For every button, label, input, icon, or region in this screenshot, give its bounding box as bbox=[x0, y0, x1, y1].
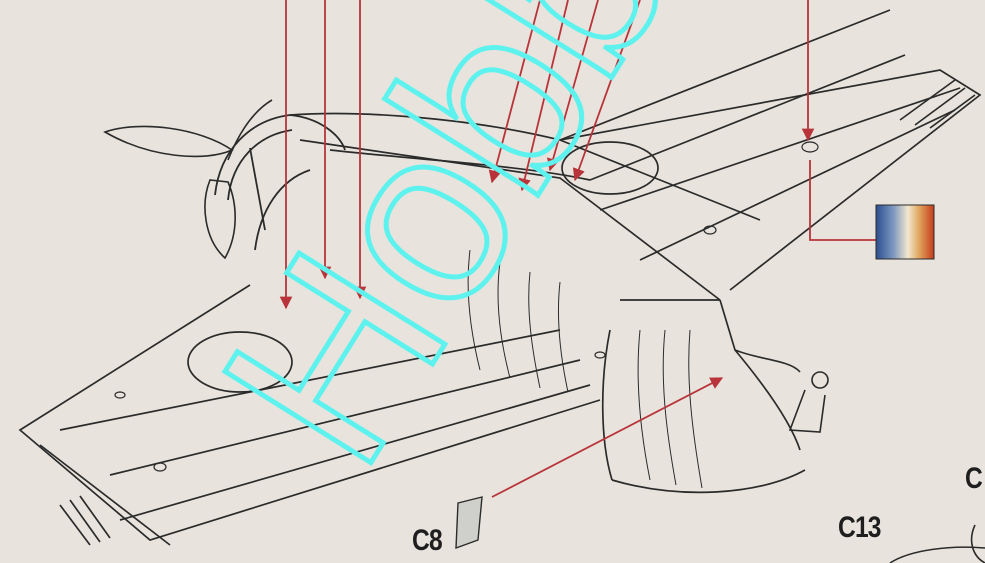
arrow-to-swatch bbox=[809, 160, 876, 241]
part-label-c8: C8 bbox=[412, 524, 443, 557]
tailwheel bbox=[788, 371, 829, 433]
right-wing bbox=[559, 69, 982, 291]
engine-cowling bbox=[214, 114, 346, 251]
panel-holes bbox=[114, 141, 819, 472]
assembly-arrows bbox=[279, 0, 876, 498]
part-c8 bbox=[455, 496, 483, 550]
fuselage-panel-lines bbox=[467, 249, 703, 489]
part-label-c13: C13 bbox=[838, 511, 881, 544]
arrow-c8 bbox=[491, 377, 724, 498]
arrow-7 bbox=[572, 0, 641, 182]
watermark: Hobb bbox=[168, 0, 721, 508]
fuselage bbox=[289, 9, 906, 494]
paint-swatch bbox=[875, 204, 935, 260]
arrow-6 bbox=[547, 0, 599, 172]
part-c13 bbox=[889, 524, 985, 563]
arrow-4 bbox=[488, 0, 541, 184]
arrow-5 bbox=[518, 0, 569, 192]
left-wing bbox=[18, 284, 601, 546]
part-label-cropped: C bbox=[965, 462, 983, 495]
